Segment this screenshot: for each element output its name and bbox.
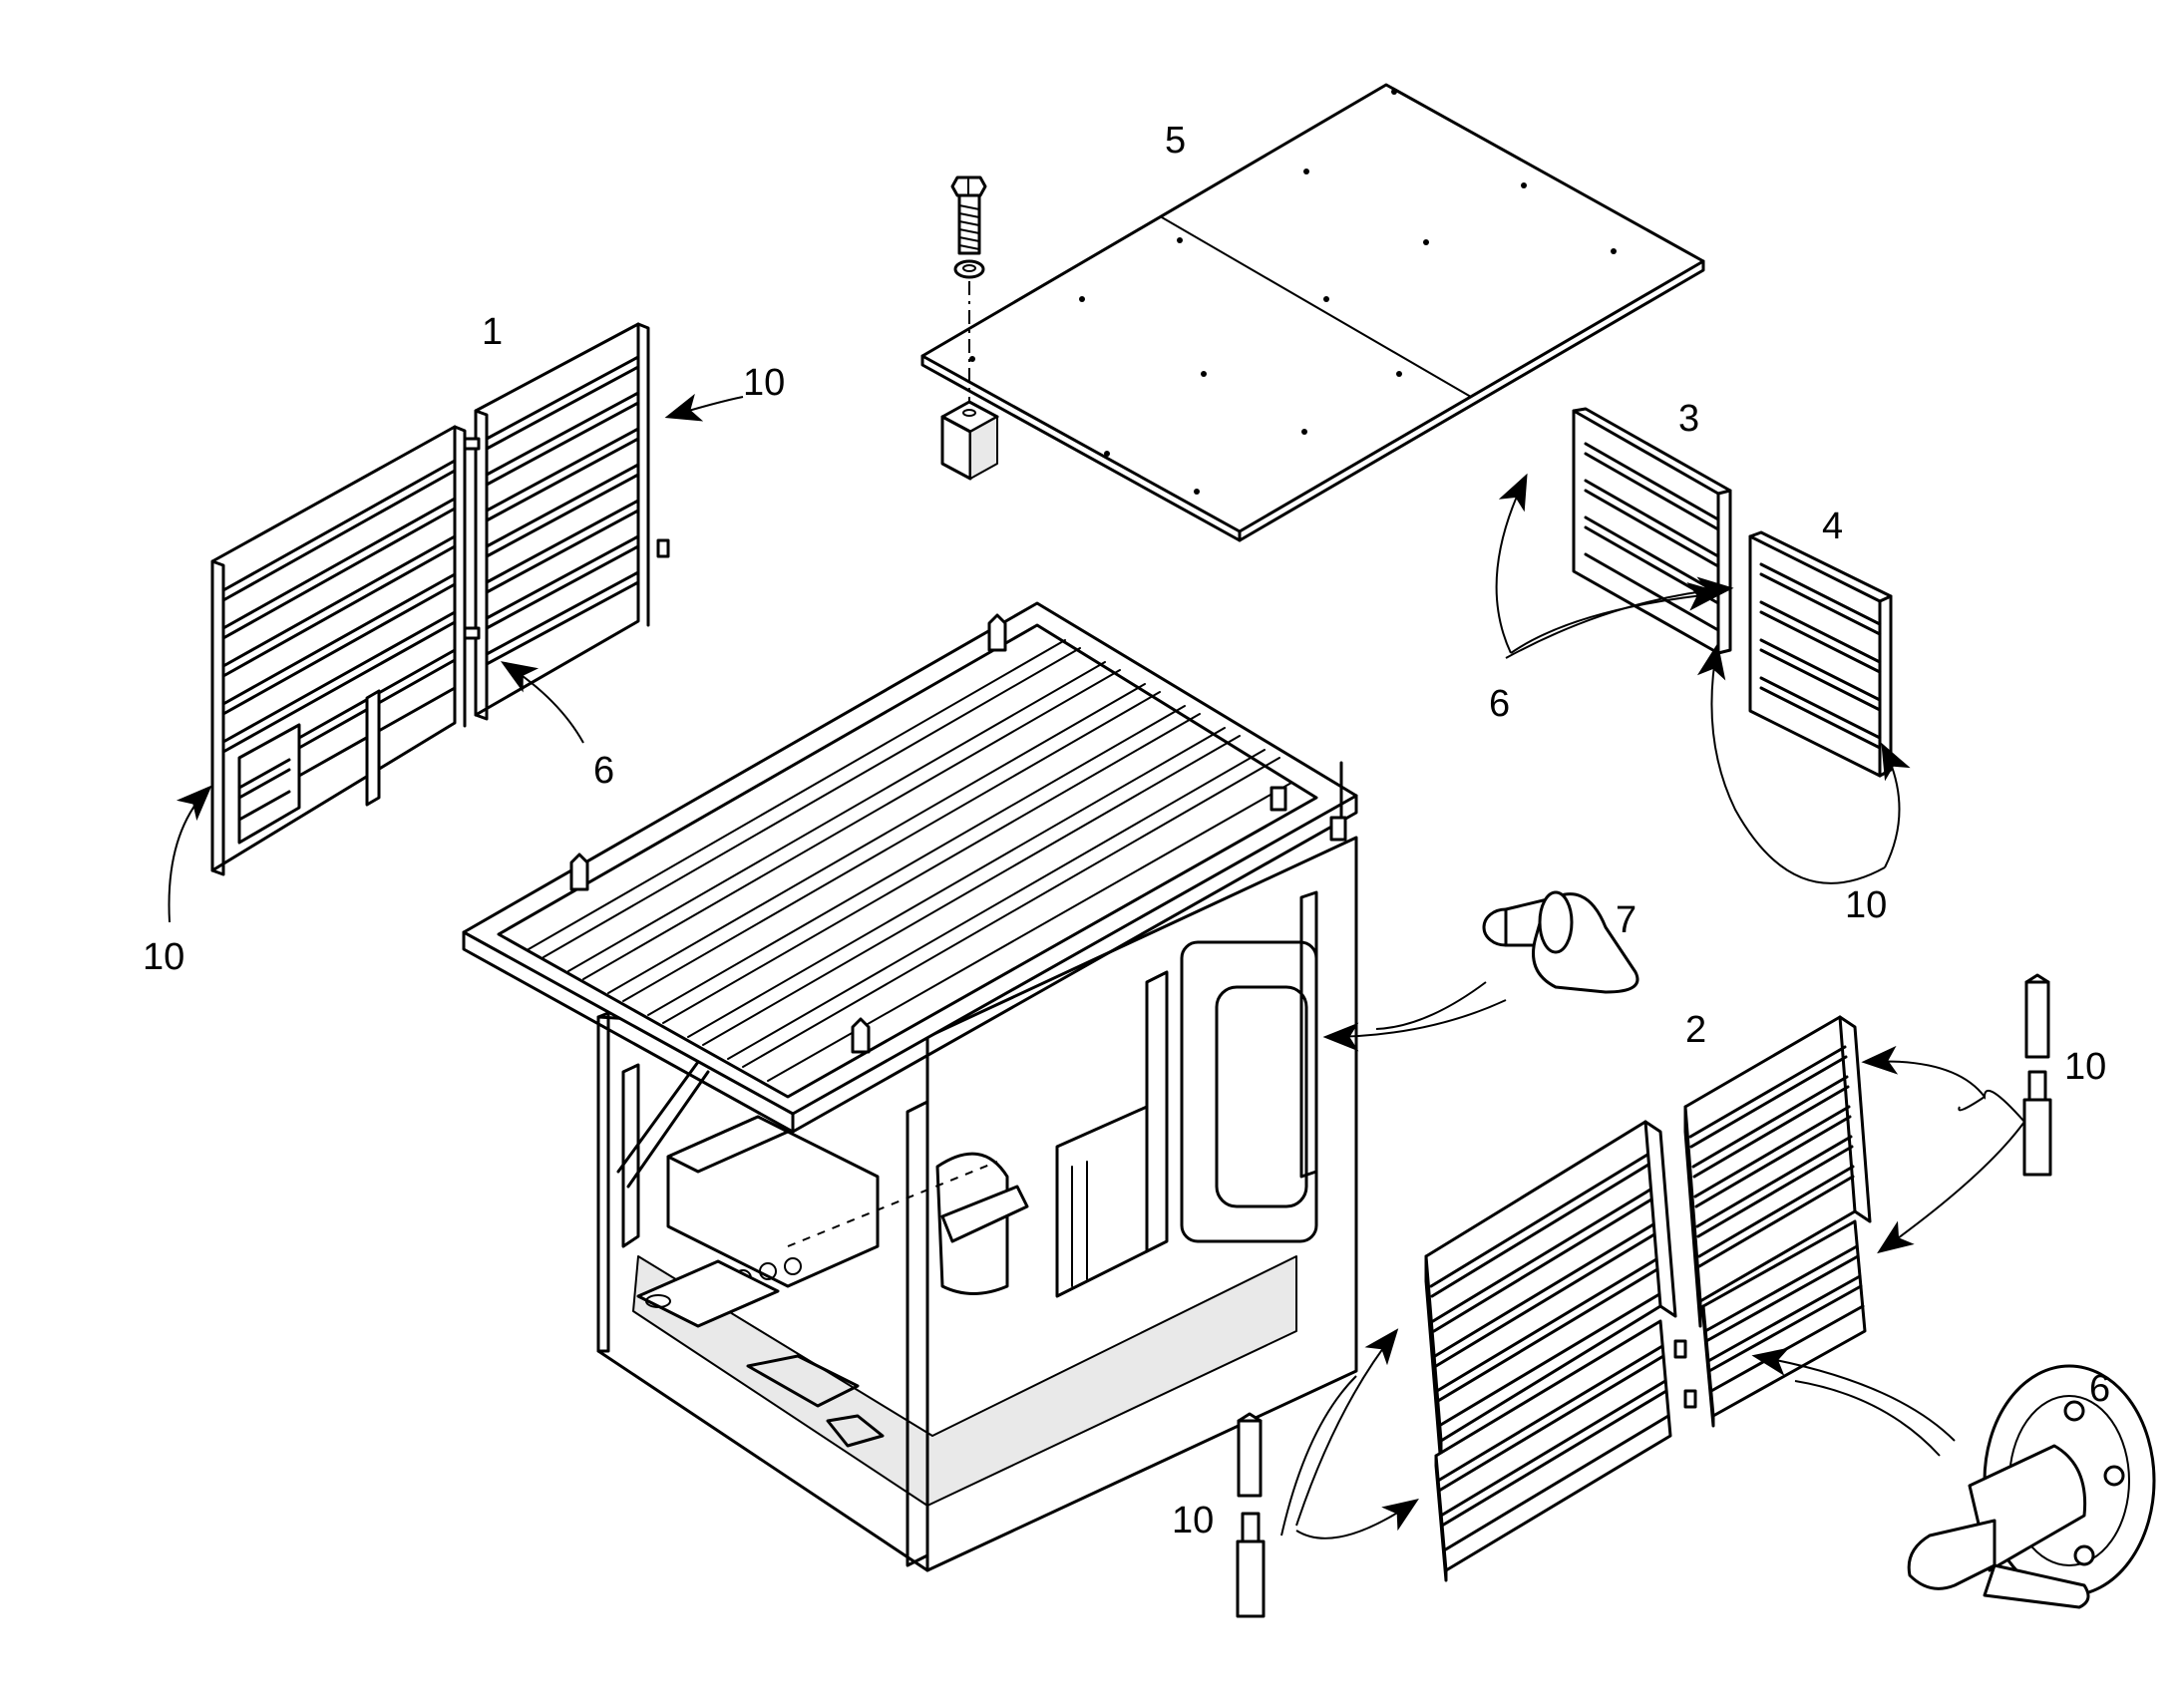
latch-item-7 [1482, 890, 1639, 994]
callout-6: 6 [593, 750, 614, 792]
callout-7: 7 [1616, 899, 1636, 941]
roof-plate-item-5 [920, 83, 1705, 542]
callout-6: 6 [1489, 683, 1510, 725]
callout-4: 4 [1822, 506, 1843, 547]
grille-item-3 [1572, 407, 1732, 655]
callout-1: 1 [482, 311, 503, 353]
grille-item-1 [210, 322, 670, 876]
grille-item-4 [1748, 530, 1893, 778]
callout-10: 10 [1172, 1500, 1214, 1541]
leader-lines [168, 393, 2025, 1539]
bolt-assembly [940, 175, 999, 481]
callout-10: 10 [143, 936, 184, 978]
louver-panel-item-2 [1424, 1015, 1872, 1582]
callout-5: 5 [1165, 120, 1186, 162]
callout-3: 3 [1678, 398, 1699, 440]
callout-6: 6 [2089, 1368, 2110, 1410]
hinge-pins-right [2022, 973, 2052, 1177]
hinge-pins-lower [1236, 1412, 1266, 1618]
callout-10: 10 [2064, 1046, 2106, 1088]
hinge-item-6 [1907, 1364, 2156, 1609]
callout-labels: 1 10 6 10 5 3 4 6 10 7 2 10 6 10 [143, 120, 2110, 1541]
callout-10: 10 [1845, 884, 1887, 926]
cab-roof-grille [462, 601, 1358, 1134]
callout-10: 10 [743, 362, 785, 404]
cab-body [596, 836, 1358, 1572]
callout-2: 2 [1685, 1009, 1706, 1051]
